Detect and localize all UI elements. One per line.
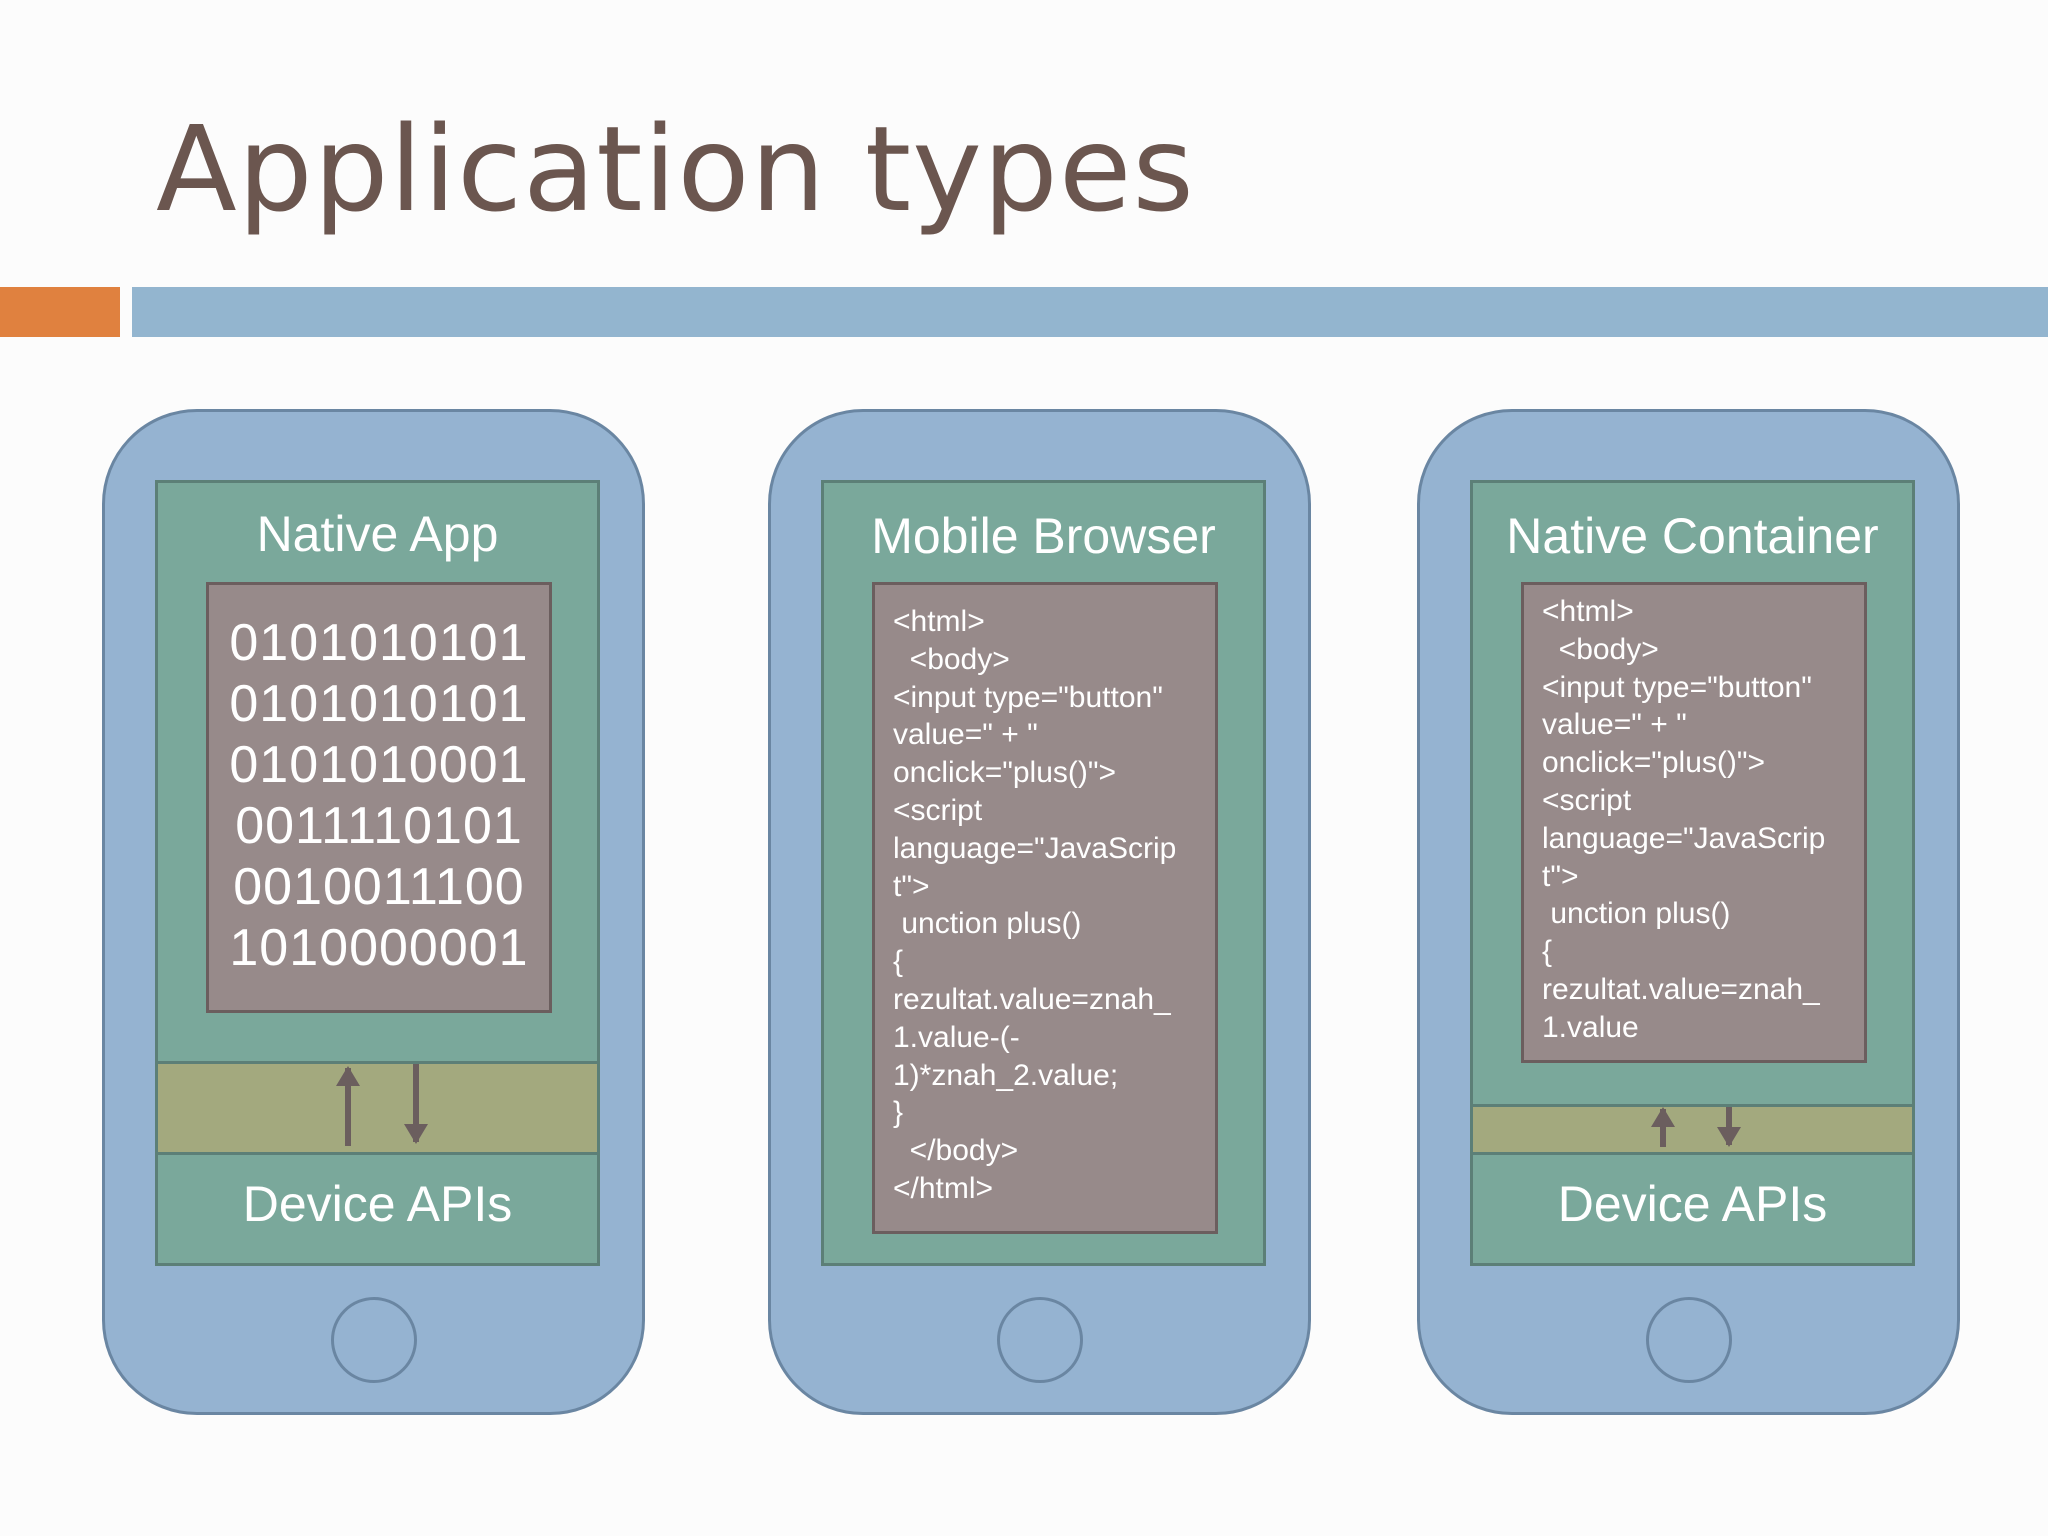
code-line: t">: [893, 869, 930, 903]
code-line: {: [893, 945, 904, 979]
arrow-up-icon: [336, 1066, 360, 1146]
home-button: [996, 1297, 1083, 1383]
code-line: <input type="button": [893, 680, 1163, 714]
phone-label: Native Container: [1506, 508, 1879, 564]
code-line: <html>: [893, 605, 985, 638]
screen: Native Container <html> <body> <input typ…: [1470, 480, 1915, 1266]
binary-line: 0010011100: [233, 858, 525, 916]
device-apis-label: Device APIs: [1557, 1176, 1828, 1232]
bridge-band: [1473, 1104, 1912, 1155]
code-line: unction plus(): [1542, 897, 1731, 931]
accent-bar-orange: [0, 287, 120, 337]
code-line: value=" + ": [1542, 708, 1687, 742]
screen: Mobile Browser <html> <body> <input type=…: [821, 480, 1266, 1266]
accent-bar-blue: [132, 287, 2048, 337]
code-line: }: [893, 1096, 904, 1130]
bridge-band: [158, 1061, 597, 1155]
code-line: <body>: [1542, 632, 1659, 666]
code-line: <body>: [893, 642, 1010, 676]
code-line: </body>: [893, 1134, 1019, 1168]
phone-label: Mobile Browser: [871, 508, 1216, 564]
phone-label: Native App: [256, 506, 499, 562]
binary-box: 0101010101 0101010101 0101010001 0011110…: [206, 582, 552, 1013]
code-line: 1.value: [1542, 1010, 1639, 1044]
code-line: onclick="plus()">: [893, 756, 1117, 790]
slide-title: Application types: [156, 100, 1195, 238]
binary-line: 0101010101: [229, 614, 529, 672]
binary-line: 0011110101: [235, 797, 523, 855]
binary-line: 1010000001: [229, 919, 529, 977]
code-line: </html>: [893, 1171, 994, 1205]
code-line: <script: [1542, 783, 1632, 817]
arrow-up-icon: [1651, 1107, 1675, 1147]
code-line: <html>: [1542, 595, 1634, 628]
code-line: value=" + ": [893, 718, 1038, 752]
device-apis-label: Device APIs: [242, 1176, 513, 1232]
home-button: [1645, 1297, 1732, 1383]
code-line: 1)*znah_2.value;: [893, 1058, 1119, 1092]
binary-line: 0101010001: [229, 736, 529, 794]
arrow-down-icon: [1717, 1107, 1741, 1147]
code-line: <script: [893, 793, 983, 827]
home-button: [330, 1297, 417, 1383]
code-line: 1.value-(-: [893, 1020, 1020, 1054]
code-box: <html> <body> <input type="button" value="…: [1521, 582, 1867, 1063]
screen: Native App 0101010101 0101010101 0101010…: [155, 480, 600, 1266]
code-line: rezultat.value=znah_: [1542, 972, 1820, 1006]
code-line: language="JavaScrip: [893, 831, 1177, 865]
binary-line: 0101010101: [229, 675, 529, 733]
code-line: t">: [1542, 859, 1579, 893]
phone-mobile-browser: Mobile Browser <html> <body> <input type=…: [768, 409, 1311, 1415]
code-line: onclick="plus()">: [1542, 746, 1766, 780]
code-line: {: [1542, 935, 1553, 969]
arrow-down-icon: [404, 1064, 428, 1144]
code-line: unction plus(): [893, 907, 1082, 941]
code-line: language="JavaScrip: [1542, 821, 1826, 855]
code-box: <html> <body> <input type="button" value="…: [872, 582, 1218, 1234]
phone-native-app: Native App 0101010101 0101010101 0101010…: [102, 409, 645, 1415]
phone-native-container: Native Container <html> <body> <input typ…: [1417, 409, 1960, 1415]
code-line: rezultat.value=znah_: [893, 982, 1171, 1016]
code-line: <input type="button": [1542, 670, 1812, 704]
